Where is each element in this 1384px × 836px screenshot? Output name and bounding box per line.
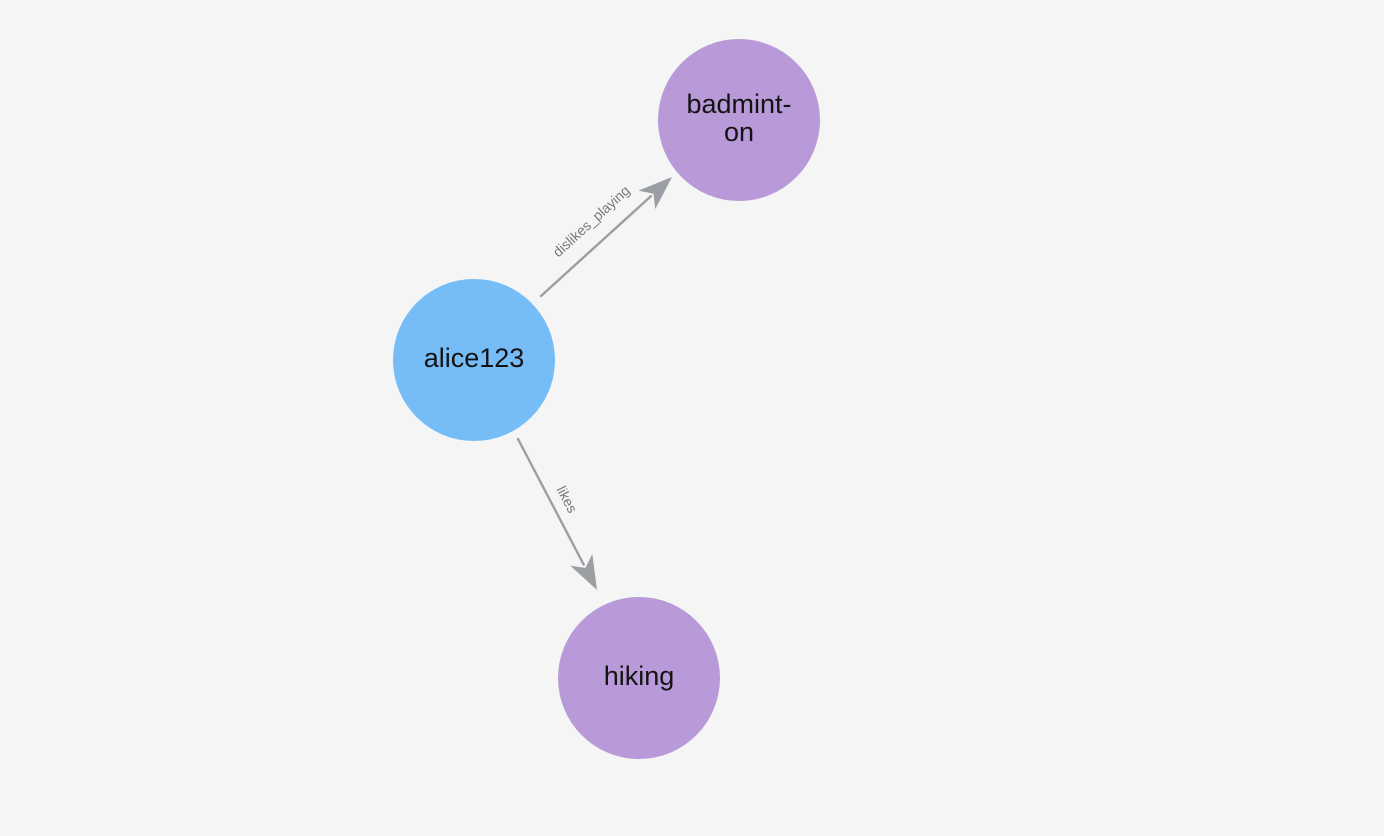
node-circle[interactable] xyxy=(393,279,555,441)
graph-node-badminton[interactable]: badmint-on xyxy=(658,39,820,201)
edge-label: dislikes_playing xyxy=(549,182,632,260)
graph-edge[interactable]: likes xyxy=(516,437,597,590)
graph-edge[interactable]: dislikes_playing xyxy=(539,177,672,298)
edge-line xyxy=(539,195,653,298)
graph-node-alice123[interactable]: alice123 xyxy=(393,279,555,441)
edge-arrowhead-icon xyxy=(638,177,672,210)
edge-label: likes xyxy=(554,483,581,515)
node-circle[interactable] xyxy=(558,597,720,759)
graph-node-hiking[interactable]: hiking xyxy=(558,597,720,759)
node-circle[interactable] xyxy=(658,39,820,201)
edge-line xyxy=(516,437,585,566)
nodes-layer: alice123 badmint-on hiking xyxy=(393,39,820,759)
edge-arrowhead-icon xyxy=(570,554,597,590)
